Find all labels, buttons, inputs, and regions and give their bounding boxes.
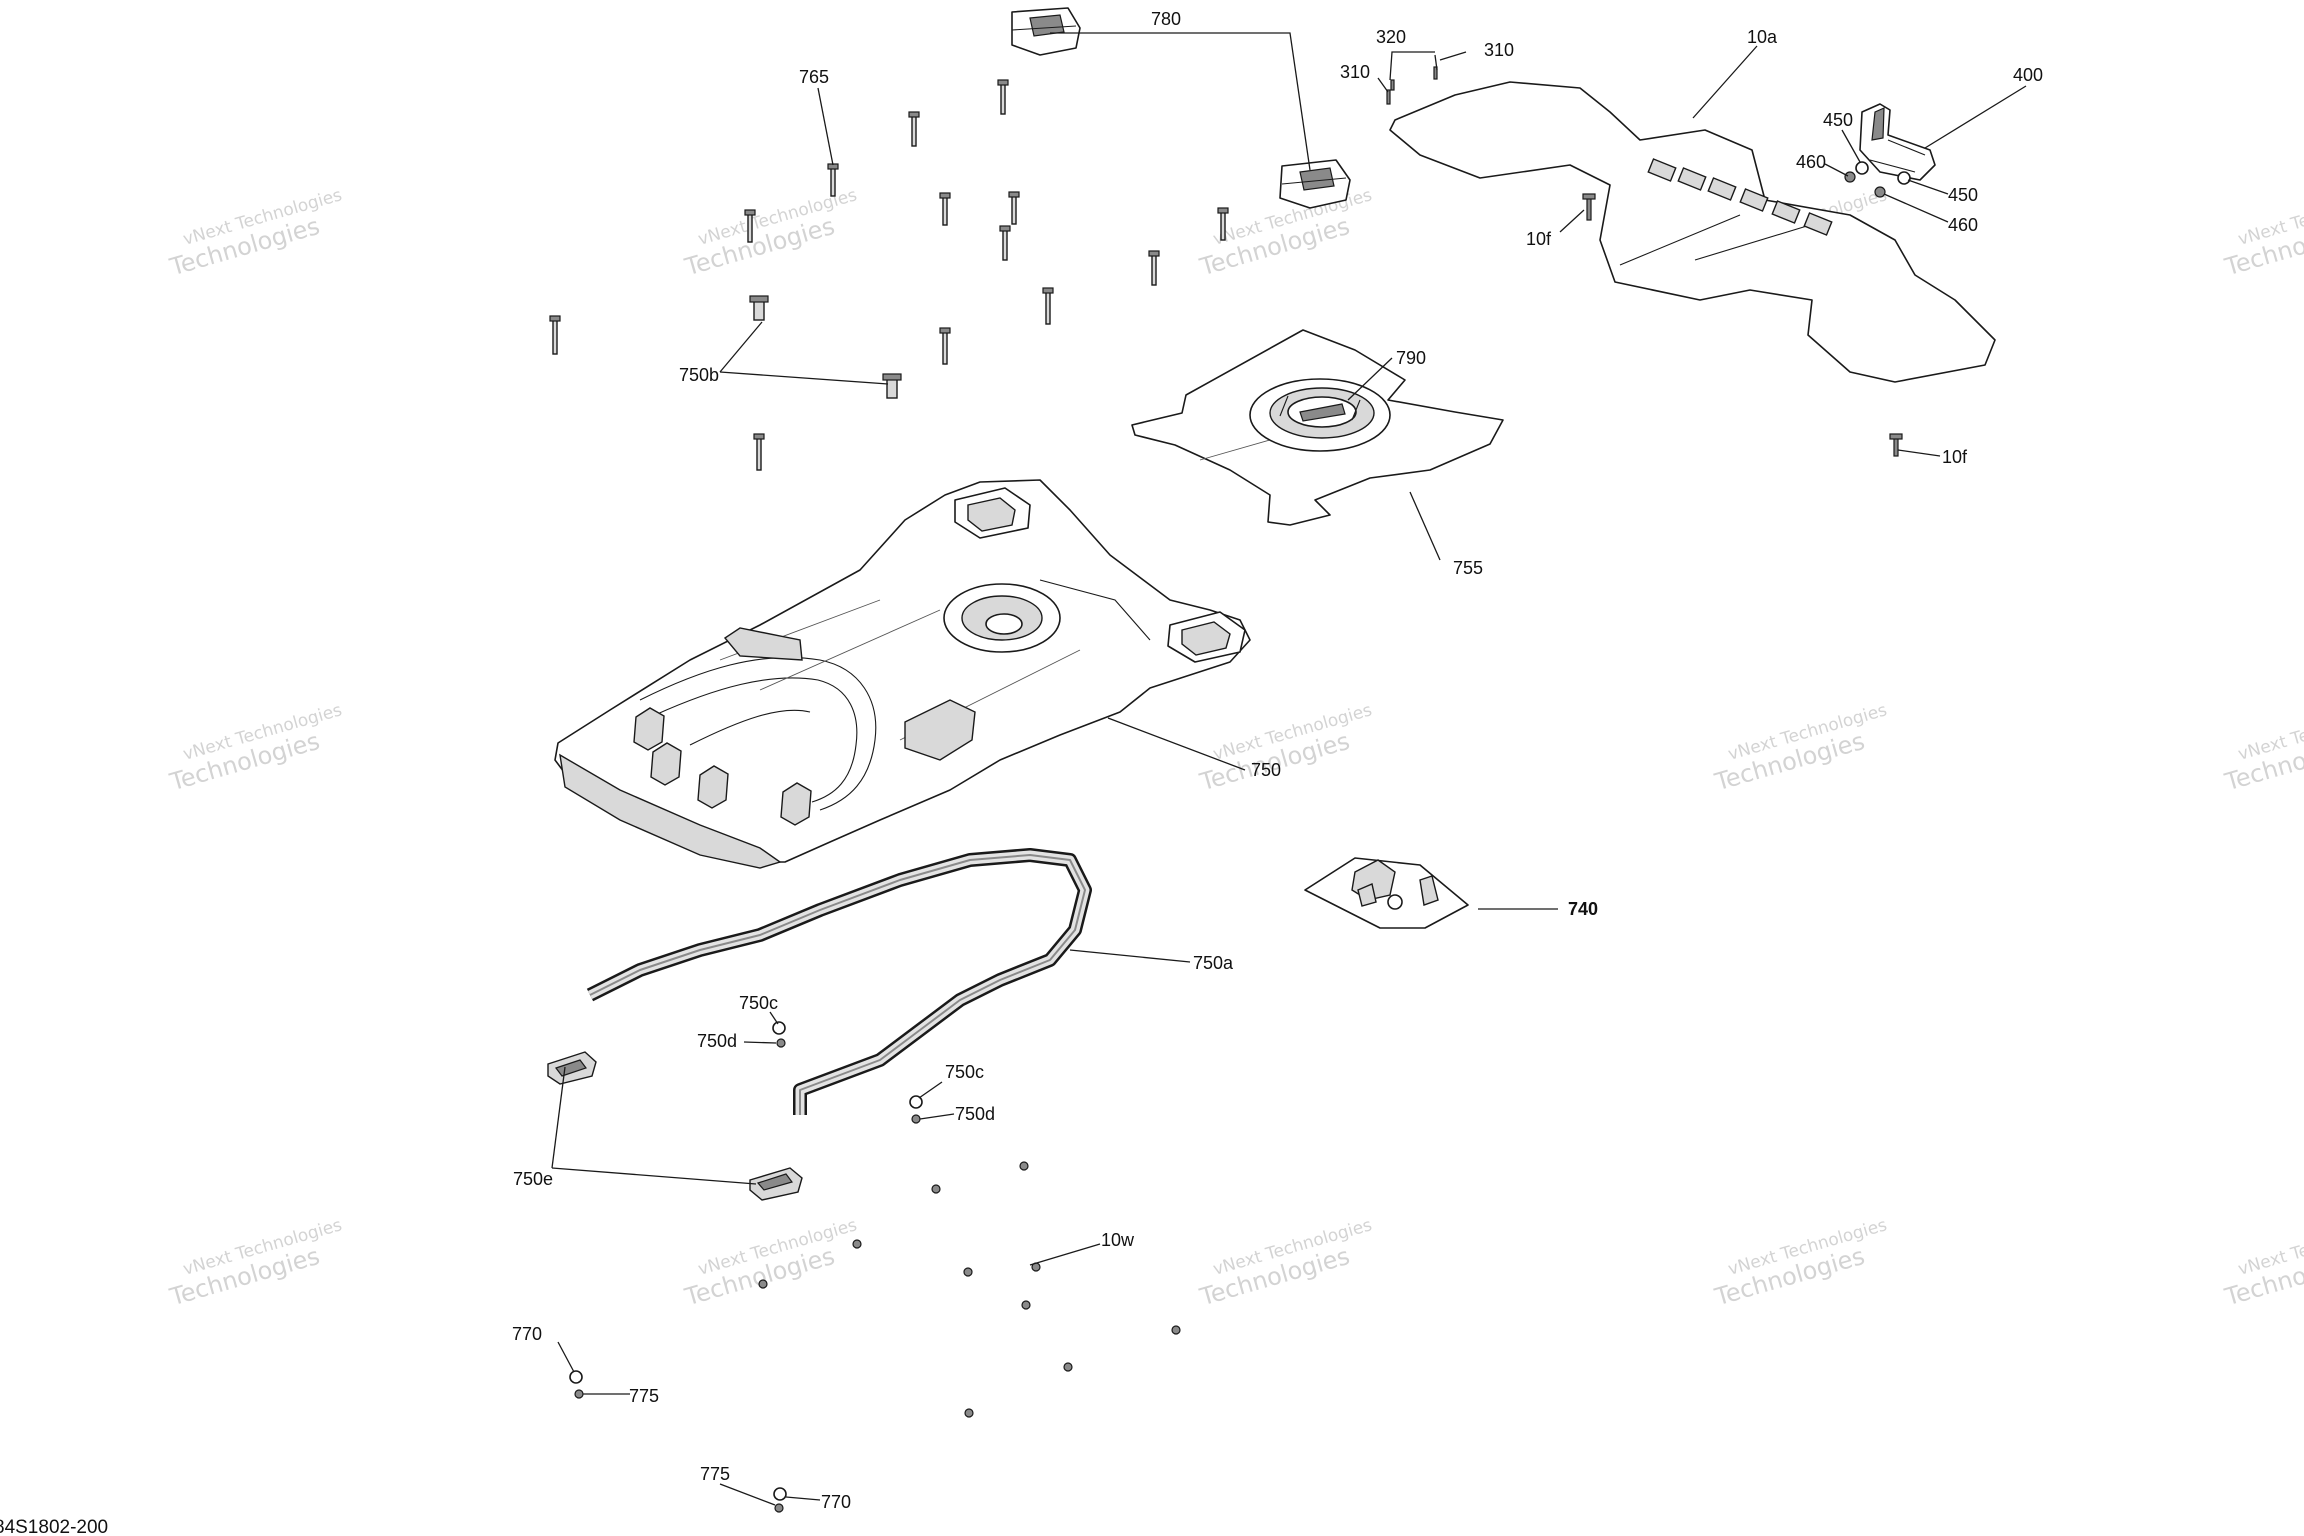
nut-icon [1063, 1362, 1073, 1372]
callout-770: 770 [512, 1324, 542, 1344]
nut-icon [1844, 171, 1856, 183]
callout-755: 755 [1453, 558, 1483, 578]
callout-10a: 10a [1747, 27, 1778, 47]
callout-400: 400 [2013, 65, 2043, 85]
part-780-anchor-lower [1279, 159, 1351, 209]
callout-10f: 10f [1526, 229, 1552, 249]
washer-icon [773, 1487, 787, 1501]
nut-icon [776, 1038, 786, 1048]
part-400-grab-handle [1859, 103, 1936, 181]
nut-icon [574, 1389, 584, 1399]
watermark: vNext Technologies Technologies [2221, 185, 2304, 281]
callout-460: 460 [1796, 152, 1826, 172]
callout-750d: 750d [697, 1031, 737, 1051]
callout-790: 790 [1396, 348, 1426, 368]
nut-icon [964, 1408, 974, 1418]
callout-750e: 750e [513, 1169, 553, 1189]
nut-icon [1021, 1300, 1031, 1310]
callout-460: 460 [1948, 215, 1978, 235]
watermark: vNext Technologies Technologies [166, 1215, 345, 1311]
cargo-recess [1167, 611, 1246, 663]
nut-icon [852, 1239, 862, 1249]
nut-icon [931, 1184, 941, 1194]
hardware-small [569, 1021, 1181, 1513]
callout-450: 450 [1823, 110, 1853, 130]
watermark: vNext Technologies Technologies [681, 1215, 860, 1311]
nut-icon [963, 1267, 973, 1277]
callout-750b: 750b [679, 365, 719, 385]
callout-750a: 750a [1193, 953, 1234, 973]
part-740-bracket [1304, 857, 1469, 929]
callout-750c: 750c [945, 1062, 984, 1082]
callout-320: 320 [1376, 27, 1406, 47]
callout-750: 750 [1251, 760, 1281, 780]
watermark: vNext Technologies Technologies [2221, 1215, 2304, 1311]
callout-labels: 780 765 320 310 310 10a 400 450 460 450 … [512, 9, 2043, 1512]
nut-icon [1874, 186, 1886, 198]
callout-10f: 10f [1942, 447, 1968, 467]
watermark: vNext Technologies Technologies [681, 185, 860, 281]
screw-10f-upper [1582, 193, 1596, 221]
bolts-765 [549, 79, 1229, 471]
watermark: vNext Technologies Technologies [2221, 700, 2304, 796]
fuel-opening [943, 583, 1061, 653]
callout-750c: 750c [739, 993, 778, 1013]
watermark: vNext Technologies Technologies [1711, 700, 1890, 796]
watermark: vNext Technologies Technologies [1711, 1215, 1890, 1311]
washer-icon [1897, 171, 1911, 185]
screws-750b [749, 295, 902, 399]
decal-lettering [1647, 158, 1833, 236]
watermark: vNext Technologies Technologies [1196, 1215, 1375, 1311]
washer-icon [772, 1021, 786, 1035]
mount-boss [780, 782, 812, 826]
part-755-plate [1131, 329, 1504, 526]
screws-310-320 [1386, 66, 1438, 105]
callout-740: 740 [1568, 899, 1598, 919]
watermark: vNext Technologies Technologies [166, 185, 345, 281]
part-780-anchor-upper [1011, 7, 1081, 56]
clip-750e-lower [749, 1167, 803, 1201]
callout-775: 775 [700, 1464, 730, 1484]
nut-icon [1019, 1161, 1029, 1171]
washer-icon [909, 1095, 923, 1109]
reference-code: 84S1802-200 [0, 1517, 108, 1536]
mount-boss [650, 742, 682, 786]
nut-icon [911, 1114, 921, 1124]
nut-icon [1171, 1325, 1181, 1335]
mount-boss [723, 627, 803, 661]
watermark: vNext Technologies Technologies [166, 700, 345, 796]
callout-450: 450 [1948, 185, 1978, 205]
clip-750e-upper [547, 1051, 597, 1085]
watermark: vNext Technologies Technologies [1196, 700, 1375, 796]
cargo-recess [954, 487, 1031, 539]
callout-765: 765 [799, 67, 829, 87]
part-750a-seal [586, 848, 1092, 1115]
callout-310: 310 [1484, 40, 1514, 60]
mount-boss [697, 765, 729, 809]
part-790-fuel-cap [1249, 378, 1391, 452]
callout-750d: 750d [955, 1104, 995, 1124]
callout-770: 770 [821, 1492, 851, 1512]
screw-10f-lower [1889, 433, 1903, 457]
hardware-450-460 [1844, 161, 1911, 198]
callout-10w: 10w [1101, 1230, 1135, 1250]
part-750-seat-base [554, 479, 1251, 869]
callout-775: 775 [629, 1386, 659, 1406]
washer-icon [1855, 161, 1869, 175]
mount-boss [633, 707, 665, 751]
callout-780: 780 [1151, 9, 1181, 29]
washer-icon [569, 1370, 583, 1384]
nut-icon [774, 1503, 784, 1513]
leader-lines [551, 32, 2027, 1506]
callout-310: 310 [1340, 62, 1370, 82]
part-10a-panel [1389, 81, 1996, 383]
nut-icon [758, 1279, 768, 1289]
